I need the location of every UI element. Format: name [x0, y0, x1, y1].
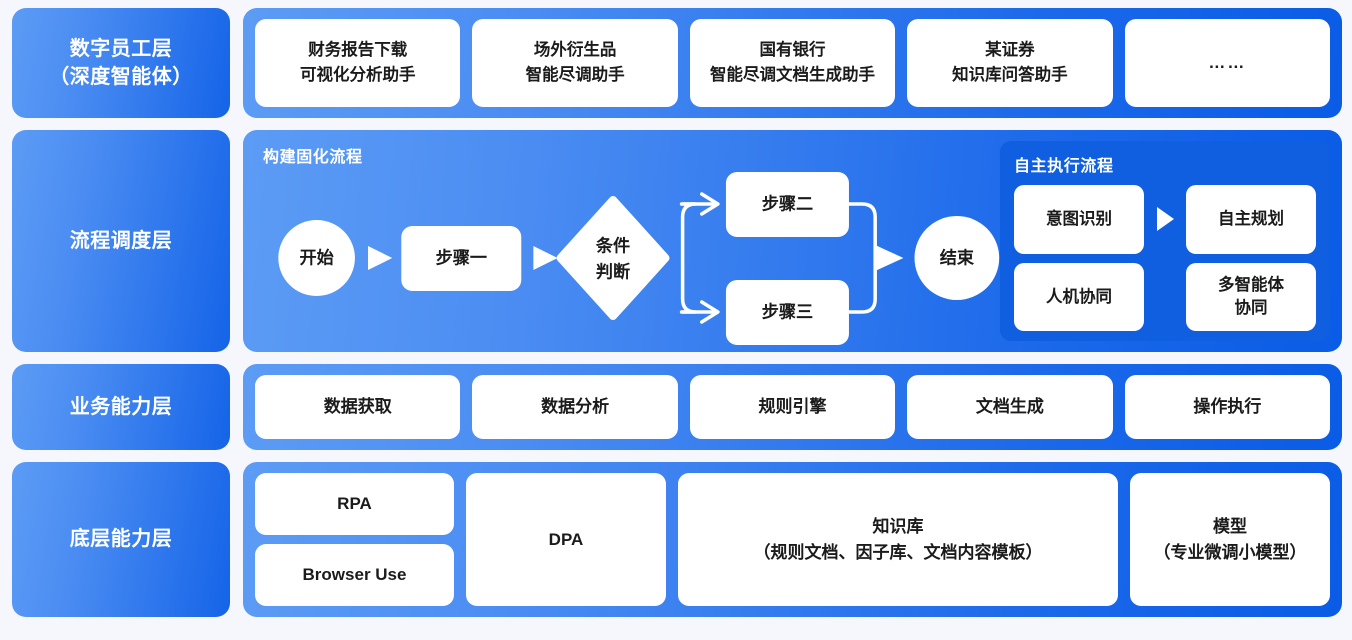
- flow-node-decision-label-line2: 判断: [596, 262, 630, 282]
- panel-business-capability: 数据获取 数据分析 规则引擎 文档生成 操作执行: [243, 364, 1342, 450]
- card-line: 数据获取: [323, 397, 392, 417]
- card-line: ……: [1208, 53, 1247, 73]
- foundation-column-model: 模型 （专业微调小模型）: [1130, 473, 1330, 606]
- cell-line: 人机协同: [1046, 287, 1112, 306]
- cell-line: 协同: [1234, 298, 1268, 317]
- merge-connector: [847, 202, 877, 314]
- autonomous-panel-title: 自主执行流程: [1014, 158, 1114, 175]
- flow-node-step3[interactable]: [725, 280, 849, 345]
- flow-diagram: 开始 步骤一 条件 判断: [278, 172, 1000, 345]
- branch-connector: [679, 202, 696, 314]
- card-line: （规则文档、因子库、文档内容模板）: [753, 542, 1043, 562]
- card-line: 模型: [1213, 517, 1247, 536]
- layer-label-line: 底层能力层: [69, 528, 173, 551]
- card-line: 国有银行: [759, 41, 826, 60]
- flow-node-decision[interactable]: [556, 196, 670, 320]
- card-line: 智能尽调文档生成助手: [710, 66, 876, 84]
- flow-node-decision-label-line1: 条件: [595, 236, 630, 256]
- flow-node-start-label: 开始: [299, 248, 333, 268]
- autonomous-cell-human-machine-collab[interactable]: 人机协同: [1014, 262, 1144, 331]
- layer-label-process-scheduling: 流程调度层: [12, 130, 230, 352]
- flow-node-step2[interactable]: [725, 172, 849, 237]
- layer-label-digital-employee: 数字员工层 （深度智能体）: [12, 8, 230, 118]
- flow-node-step1-label: 步骤一: [436, 248, 487, 268]
- cell-line: 意图识别: [1046, 210, 1112, 229]
- card-line: RPA: [337, 494, 372, 514]
- card-line: 规则引擎: [758, 397, 827, 417]
- card-line: 知识库: [872, 517, 924, 536]
- card-dpa[interactable]: DPA: [466, 473, 666, 606]
- card-line: 知识库问答助手: [952, 66, 1068, 84]
- card-line: （专业微调小模型）: [1153, 542, 1307, 562]
- flow-node-step3-label: 步骤三: [762, 302, 813, 322]
- flow-node-start[interactable]: [278, 220, 355, 296]
- card-line: 文档生成: [975, 397, 1044, 417]
- cell-line: 自主规划: [1218, 210, 1284, 229]
- card-model[interactable]: 模型 （专业微调小模型）: [1130, 473, 1330, 606]
- card-state-bank-assistant[interactable]: 国有银行 智能尽调文档生成助手: [689, 19, 896, 107]
- flow-node-step2-label: 步骤二: [762, 194, 813, 214]
- card-financial-report-assistant[interactable]: 财务报告下载 可视化分析助手: [255, 19, 461, 107]
- autonomous-cell-intent-recognition[interactable]: 意图识别: [1014, 185, 1144, 254]
- layer-label-business-capability: 业务能力层: [12, 364, 230, 450]
- autonomous-cell-grid: 意图识别 自主规划: [1014, 185, 1316, 331]
- card-operation-execution[interactable]: 操作执行: [1124, 375, 1331, 439]
- arrow-icon-step1-to-decision: [533, 246, 558, 270]
- arrow-icon-merge-to-end: [875, 245, 904, 271]
- autonomous-cell-multi-agent-collab[interactable]: 多智能体 协同: [1186, 262, 1316, 331]
- card-rule-engine[interactable]: 规则引擎: [689, 375, 896, 439]
- card-line: DPA: [548, 529, 584, 549]
- card-line: 数据分析: [541, 397, 610, 417]
- panel-foundation-capability: RPA Browser Use DPA 知识库 （规则文档、因子库、文档内容模板…: [243, 462, 1342, 617]
- layer-label-line: 数字员工层: [69, 37, 173, 60]
- card-list-foundation-capability: RPA Browser Use DPA 知识库 （规则文档、因子库、文档内容模板…: [243, 462, 1342, 617]
- cell-line: 多智能体: [1218, 276, 1284, 295]
- card-line: 某证券: [985, 41, 1035, 60]
- arrow-icon-start-to-step1: [368, 246, 393, 270]
- card-list-business-capability: 数据获取 数据分析 规则引擎 文档生成 操作执行: [243, 364, 1342, 450]
- layer-label-line: （深度智能体）: [49, 66, 193, 88]
- card-data-analysis[interactable]: 数据分析: [472, 375, 678, 439]
- autonomous-execution-panel: 自主执行流程 意图识别 自主规划: [1000, 141, 1330, 341]
- card-more-ellipsis[interactable]: ……: [1124, 19, 1331, 107]
- card-line: 场外衍生品: [533, 41, 617, 60]
- card-line: 操作执行: [1193, 397, 1262, 417]
- card-document-generation[interactable]: 文档生成: [907, 375, 1113, 439]
- autonomous-cell-autonomous-planning[interactable]: 自主规划: [1186, 185, 1316, 254]
- flow-node-step1[interactable]: [401, 226, 522, 291]
- card-knowledge-base[interactable]: 知识库 （规则文档、因子库、文档内容模板）: [678, 473, 1118, 606]
- card-line: 可视化分析助手: [299, 66, 416, 84]
- arrow-icon-branch-upper: [699, 192, 720, 216]
- layer-label-line: 业务能力层: [69, 395, 173, 418]
- flow-node-end-label: 结束: [940, 248, 975, 268]
- layer-label-foundation-capability: 底层能力层: [12, 462, 230, 617]
- panel-process-scheduling: 构建固化流程 开始 步骤一 条件 判断: [243, 130, 1342, 352]
- card-rpa[interactable]: RPA: [255, 473, 454, 535]
- foundation-column-rpa: RPA Browser Use: [255, 473, 454, 606]
- layer-row-digital-employee: 数字员工层 （深度智能体） 财务报告下载 可视化分析助手 场外衍生品 智能尽调助…: [12, 8, 1342, 118]
- foundation-column-dpa: DPA: [466, 473, 666, 606]
- card-data-acquisition[interactable]: 数据获取: [255, 375, 461, 439]
- grid-spacer: [1144, 263, 1186, 332]
- layer-row-process-scheduling: 流程调度层 构建固化流程 开始 步骤一 条件 判断: [12, 130, 1342, 352]
- layer-row-foundation-capability: 底层能力层 RPA Browser Use DPA: [12, 462, 1342, 617]
- card-browser-use[interactable]: Browser Use: [255, 544, 454, 606]
- card-line: Browser Use: [302, 565, 407, 585]
- card-securities-qa-assistant[interactable]: 某证券 知识库问答助手: [907, 19, 1113, 107]
- flow-title: 构建固化流程: [263, 149, 363, 166]
- card-line: 财务报告下载: [308, 41, 408, 60]
- card-list-digital-employee: 财务报告下载 可视化分析助手 场外衍生品 智能尽调助手 国有银行 智能尽调文档生…: [243, 8, 1342, 118]
- foundation-column-knowledge-base: 知识库 （规则文档、因子库、文档内容模板）: [678, 473, 1118, 606]
- layer-label-line: 流程调度层: [69, 229, 173, 252]
- layer-row-business-capability: 业务能力层 数据获取 数据分析 规则引擎 文档生成 操作执行: [12, 364, 1342, 450]
- arrow-icon-branch-lower: [699, 300, 720, 324]
- arrow-icon-intent-to-planning: [1144, 185, 1186, 254]
- panel-digital-employee: 财务报告下载 可视化分析助手 场外衍生品 智能尽调助手 国有银行 智能尽调文档生…: [243, 8, 1342, 118]
- flow-node-end[interactable]: [914, 216, 1000, 300]
- card-otc-derivatives-assistant[interactable]: 场外衍生品 智能尽调助手: [472, 19, 678, 107]
- card-line: 智能尽调助手: [525, 66, 625, 84]
